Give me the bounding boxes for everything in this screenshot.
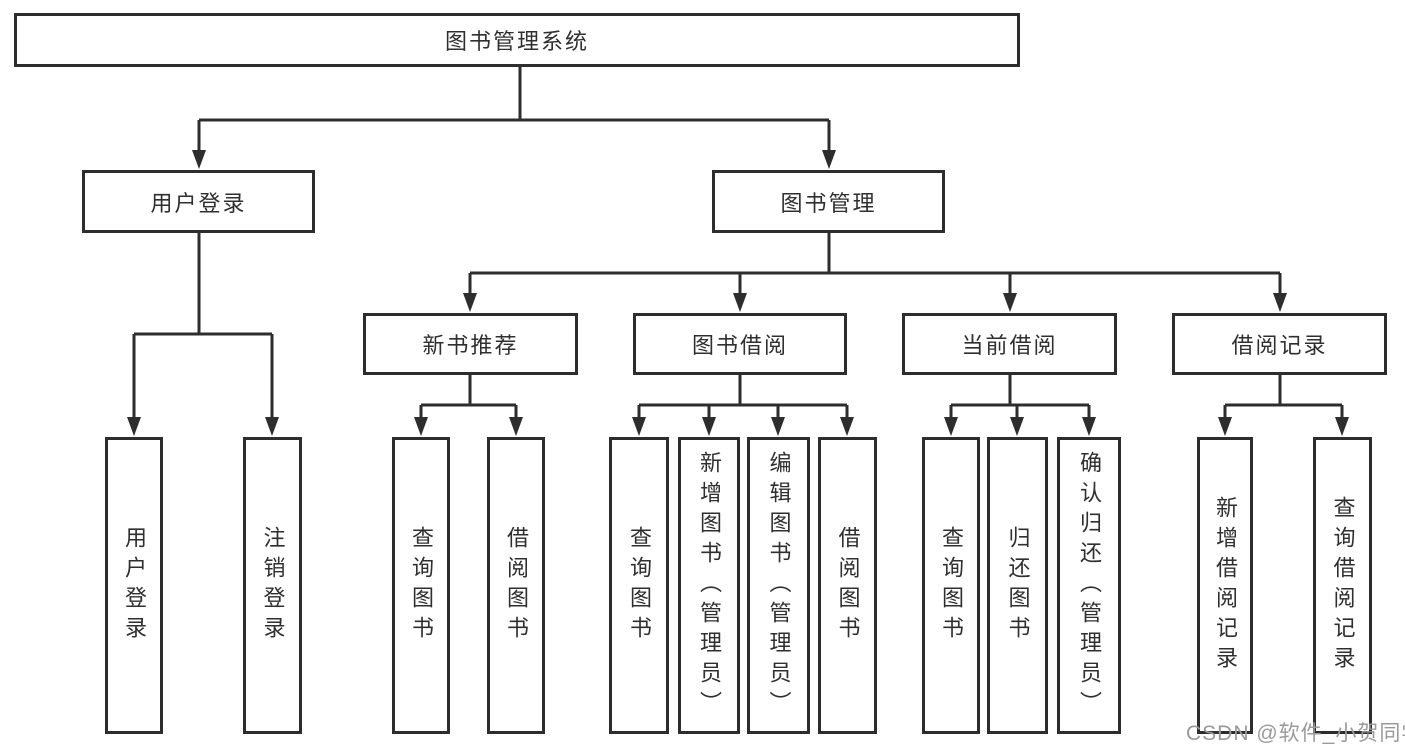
arrowhead-icon (1003, 293, 1017, 312)
connector (944, 375, 1096, 436)
leaf-borrow-books-2-label: 借阅图书 (835, 525, 861, 646)
arrowhead-icon (265, 417, 279, 436)
leaf-return-book: 归还图书 (987, 437, 1048, 734)
leaf-borrow-books-1-label: 借阅图书 (504, 525, 529, 646)
leaf-logout: 注销登录 (243, 437, 302, 734)
node-book-borrowing-label: 图书借阅 (691, 333, 788, 358)
arrowhead-icon (733, 293, 747, 312)
node-current-borrowing: 当前借阅 (902, 313, 1117, 375)
leaf-confirm-return-admin: 确认归还（管理员） (1057, 437, 1121, 734)
arrowhead-icon (702, 417, 716, 436)
node-system-root: 图书管理系统 (14, 13, 1020, 67)
leaf-logout-label: 注销登录 (260, 525, 286, 646)
arrowhead-icon (840, 417, 854, 436)
leaf-query-books-1-label: 查询图书 (409, 525, 434, 646)
node-book-borrowing: 图书借阅 (633, 313, 847, 375)
arrowhead-icon (463, 293, 477, 312)
leaf-query-borrow-record-label: 查询借阅记录 (1330, 495, 1356, 676)
leaf-query-books-2-label: 查询图书 (627, 525, 652, 646)
connector (632, 375, 854, 436)
node-new-book-recommend: 新书推荐 (363, 313, 578, 375)
leaf-query-books-1: 查询图书 (392, 437, 450, 734)
leaf-query-books-2: 查询图书 (609, 437, 669, 734)
leaf-add-borrow-record-label: 新增借阅记录 (1213, 495, 1238, 676)
node-user-login: 用户登录 (82, 170, 315, 233)
connector (192, 67, 836, 169)
node-book-management-label: 图书管理 (780, 190, 877, 216)
connector (1218, 375, 1349, 436)
arrowhead-icon (944, 417, 958, 436)
connector (414, 375, 523, 436)
node-borrow-records: 借阅记录 (1172, 313, 1387, 375)
node-user-login-label: 用户登录 (150, 190, 247, 216)
leaf-add-book-admin-label: 新增图书（管理员） (697, 450, 722, 721)
arrowhead-icon (414, 417, 428, 436)
node-system-root-label: 图书管理系统 (444, 29, 589, 54)
arrowhead-icon (127, 417, 141, 436)
leaf-return-book-label: 归还图书 (1005, 525, 1031, 646)
leaf-edit-book-admin: 编辑图书（管理员） (747, 437, 810, 734)
arrowhead-icon (192, 150, 206, 169)
leaf-query-borrow-record: 查询借阅记录 (1313, 437, 1372, 734)
leaf-borrow-books-2: 借阅图书 (818, 437, 877, 734)
leaf-query-books-3: 查询图书 (922, 437, 980, 734)
arrowhead-icon (632, 417, 646, 436)
leaf-borrow-books-1: 借阅图书 (487, 437, 545, 734)
leaf-user-login: 用户登录 (105, 437, 163, 734)
node-borrow-records-label: 借阅记录 (1231, 333, 1328, 358)
arrowhead-icon (1082, 417, 1096, 436)
connector (463, 233, 1287, 312)
arrowhead-icon (1335, 417, 1349, 436)
node-new-book-recommend-label: 新书推荐 (422, 333, 519, 358)
arrowhead-icon (509, 417, 523, 436)
leaf-query-books-3-label: 查询图书 (939, 525, 964, 646)
leaf-user-login-label: 用户登录 (122, 525, 147, 646)
node-current-borrowing-label: 当前借阅 (961, 333, 1058, 358)
leaf-add-borrow-record: 新增借阅记录 (1197, 437, 1253, 734)
arrowhead-icon (1010, 417, 1024, 436)
leaf-confirm-return-admin-label: 确认归还（管理员） (1077, 450, 1102, 721)
arrowhead-icon (1273, 293, 1287, 312)
csdn-watermark: CSDN @软件_小贺同学 (1186, 722, 1405, 745)
leaf-add-book-admin: 新增图书（管理员） (678, 437, 740, 734)
connector (127, 233, 279, 436)
arrowhead-icon (771, 417, 785, 436)
arrowhead-icon (822, 150, 836, 169)
arrowhead-icon (1218, 417, 1232, 436)
leaf-edit-book-admin-label: 编辑图书（管理员） (766, 450, 792, 721)
node-book-management: 图书管理 (712, 170, 945, 233)
